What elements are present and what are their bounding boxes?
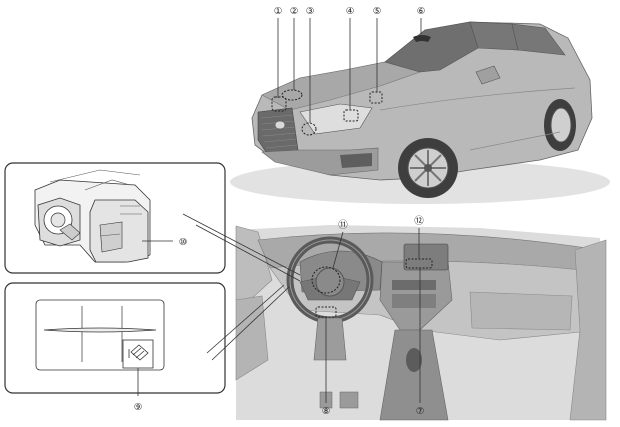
callout-labels: ① ② ③ ④ ⑤ ⑥ ⑦ ⑧ ⑨ ⑩ ⑪ ⑫ bbox=[134, 6, 426, 417]
callout-2: ② bbox=[290, 6, 299, 17]
car-exterior-illustration bbox=[230, 21, 610, 204]
callout-leaders bbox=[277, 18, 422, 403]
marker-2 bbox=[281, 89, 303, 101]
marker-5 bbox=[369, 91, 383, 104]
marker-4 bbox=[343, 109, 359, 122]
callout-8: ⑧ bbox=[322, 406, 331, 417]
inset-switch-panel bbox=[4, 282, 226, 396]
switch-symbol-icon bbox=[128, 344, 149, 361]
inset-connector-lines bbox=[182, 213, 301, 361]
marker-3 bbox=[301, 122, 317, 136]
callout-5: ⑤ bbox=[373, 6, 382, 17]
callout-11: ⑪ bbox=[338, 220, 348, 231]
callout-9: ⑨ bbox=[134, 402, 143, 413]
callout-1: ① bbox=[274, 6, 283, 17]
callout-3: ③ bbox=[306, 6, 315, 17]
inset-combination-switch bbox=[4, 162, 226, 274]
callout-6: ⑥ bbox=[417, 6, 426, 17]
callout-12: ⑫ bbox=[414, 216, 424, 227]
callout-7: ⑦ bbox=[416, 406, 425, 417]
marker-11 bbox=[311, 266, 341, 294]
callout-10: ⑩ bbox=[179, 237, 188, 248]
callout-4: ④ bbox=[346, 6, 355, 17]
dashboard-interior-illustration bbox=[235, 225, 607, 421]
marker-1 bbox=[271, 96, 287, 112]
marker-9 bbox=[122, 339, 154, 369]
